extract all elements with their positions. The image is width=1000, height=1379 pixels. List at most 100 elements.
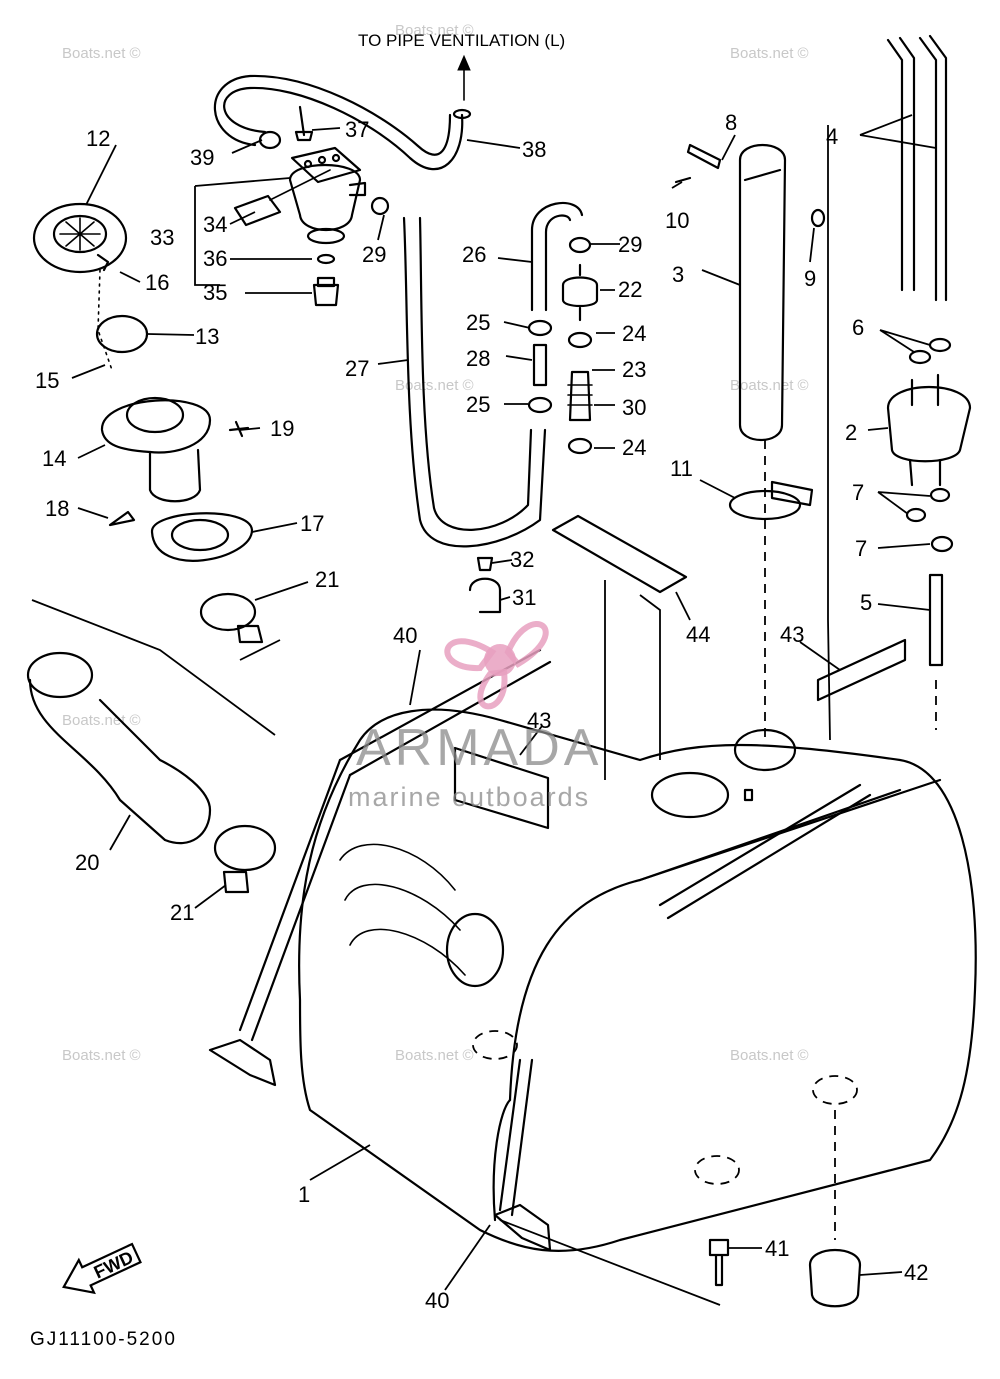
clamp-7c: [930, 535, 954, 553]
rivet-18: [108, 510, 136, 527]
clamp-29: [370, 196, 390, 216]
clamp-31: [468, 577, 502, 614]
callout-42: 42: [904, 1260, 928, 1285]
callout-40b: 40: [425, 1288, 449, 1313]
clamp-6b: [928, 337, 952, 353]
callout-3: 3: [672, 262, 684, 287]
joint-30: [568, 370, 592, 422]
callout-35: 35: [203, 280, 227, 305]
clamp-29b: [568, 236, 592, 254]
callout-16: 16: [145, 270, 169, 295]
strap-hook: [208, 1038, 277, 1087]
fuel-cock-assembly: [233, 146, 390, 307]
callout-21: 21: [315, 567, 339, 592]
callout-2: 2: [845, 420, 857, 445]
clamp-21: [199, 592, 257, 632]
watermark: Boats.net ©: [395, 1047, 474, 1064]
callout-29: 29: [362, 242, 386, 267]
diagram-code: GJ11100-5200: [30, 1329, 177, 1350]
callout-6: 6: [852, 315, 864, 340]
clamp-6: [908, 349, 932, 365]
dashed-mount: [694, 1155, 740, 1185]
callout-24b: 24: [622, 435, 646, 460]
watermark: Boats.net ©: [62, 1047, 141, 1064]
fuel-hose-27: [402, 216, 547, 548]
clip-37: [294, 105, 314, 142]
fuel-cock-top: [290, 146, 362, 184]
callout-13: 13: [195, 324, 219, 349]
watermark: Boats.net ©: [730, 377, 809, 394]
watermark: Boats.net ©: [730, 45, 809, 62]
screw-32: [476, 556, 494, 572]
washer-9: [810, 208, 826, 228]
clamp-24: [567, 331, 593, 349]
callout-33: 33: [150, 225, 174, 250]
callout-39: 39: [190, 145, 214, 170]
callout-34: 34: [203, 212, 227, 237]
filter-22: [561, 276, 599, 308]
callout-14: 14: [42, 446, 66, 471]
fuel-pump-2: [886, 385, 972, 463]
callout-15: 15: [35, 368, 59, 393]
filler-cap-12: [32, 202, 128, 274]
callout-7: 7: [852, 480, 864, 505]
watermark: Boats.net ©: [395, 22, 474, 39]
callout-29b: 29: [618, 232, 642, 257]
tank-port: [650, 771, 730, 819]
clamp-21b: [213, 824, 277, 872]
vent-hose: [223, 86, 464, 171]
filler-assembly: [32, 202, 254, 562]
brand-tagline: marine outboards: [348, 782, 590, 812]
propeller-icon: [444, 621, 549, 710]
callout-5: 5: [860, 590, 872, 615]
joint-28: [532, 343, 548, 387]
dashed-mount: [472, 1030, 518, 1060]
leader-lines: [71, 114, 937, 1291]
watermarks: Boats.net © Boats.net © Boats.net © Boat…: [62, 22, 809, 1064]
watermark: Boats.net ©: [62, 45, 141, 62]
fuel-tank-1: [208, 648, 977, 1253]
washer-36: [316, 253, 336, 265]
fuel-meter-assembly: [674, 143, 826, 740]
callout-27: 27: [345, 356, 369, 381]
callout-44: 44: [686, 622, 710, 647]
clamp-24b: [567, 437, 593, 455]
callout-9: 9: [804, 266, 816, 291]
callout-22: 22: [618, 277, 642, 302]
brand-name: ARMADA: [356, 719, 602, 777]
callout-11: 11: [670, 456, 693, 481]
vent-hose-end: [452, 108, 472, 120]
callout-4: 4: [826, 124, 838, 149]
callout-20: 20: [75, 850, 99, 875]
callout-41: 41: [765, 1236, 789, 1261]
callout-24: 24: [622, 321, 646, 346]
pin-10: [674, 176, 692, 184]
callout-38: 38: [522, 137, 546, 162]
callout-37: 37: [345, 117, 369, 142]
callout-10: 10: [665, 208, 689, 233]
filler-hose-assembly: [26, 592, 281, 894]
strap-hook-b: [493, 1203, 552, 1252]
vent-hose-edge: [213, 74, 452, 156]
meter-port: [733, 728, 797, 772]
filler-neck-14: [100, 399, 212, 454]
fuel-hose-27-edge: [418, 216, 533, 531]
pin-8: [686, 143, 722, 170]
callout-21b: 21: [170, 900, 194, 925]
callout-19: 19: [270, 416, 294, 441]
callout-36: 36: [203, 246, 227, 271]
callout-32: 32: [510, 547, 534, 572]
pad-43: [816, 638, 907, 702]
tether-16: [96, 253, 110, 272]
screw-19: [228, 420, 250, 438]
fuel-pipe-assembly: [827, 34, 972, 741]
callout-40: 40: [393, 623, 417, 648]
callout-25b: 25: [466, 392, 490, 417]
fuel-filter-stack: [527, 236, 599, 455]
watermark: Boats.net ©: [62, 712, 141, 729]
callout-7b: 7: [855, 536, 867, 561]
clamp-25: [527, 319, 553, 337]
callout-31: 31: [512, 585, 536, 610]
callout-12: 12: [86, 126, 110, 151]
strap-40: [658, 783, 872, 920]
